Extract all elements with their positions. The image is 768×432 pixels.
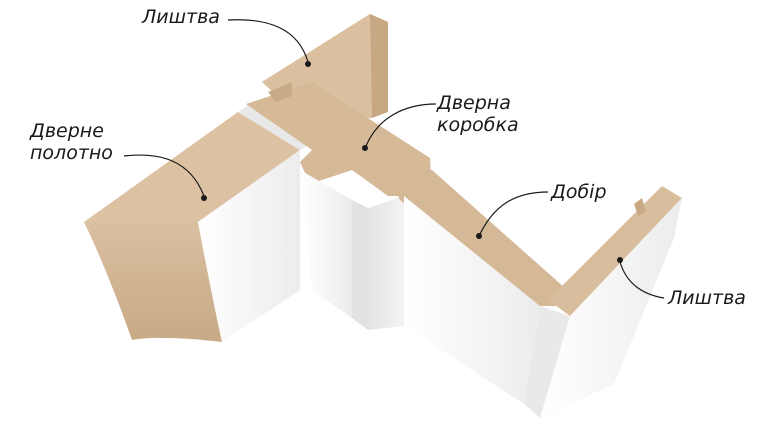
label-door-frame: Дверна коробка (437, 92, 519, 136)
leader-door-leaf (123, 154, 205, 197)
label-door-frame-line1: Дверна (437, 92, 511, 114)
label-casing-top: Лиштва (142, 6, 220, 28)
leader-door-frame (365, 103, 437, 147)
leader-dot-casing-top (305, 61, 311, 67)
leader-dot-casing-right (617, 257, 623, 263)
label-door-leaf: Дверне полотно (30, 120, 113, 164)
leader-extension (479, 191, 549, 235)
leader-lines (123, 19, 665, 299)
door-leaf (84, 104, 312, 342)
label-extension: Добір (551, 181, 607, 203)
leader-dot-door-leaf (201, 195, 207, 201)
right-casing (524, 186, 682, 418)
label-door-leaf-line2: полотно (30, 142, 113, 164)
leader-casing-top (227, 19, 309, 63)
leader-casing-right (619, 261, 665, 299)
leader-dot-extension (476, 233, 482, 239)
label-door-leaf-line1: Дверне (30, 120, 104, 142)
leader-dot-door-frame (362, 145, 368, 151)
label-door-frame-line2: коробка (437, 114, 519, 136)
door-frame (246, 82, 432, 330)
label-casing-right: Лиштва (668, 287, 746, 309)
